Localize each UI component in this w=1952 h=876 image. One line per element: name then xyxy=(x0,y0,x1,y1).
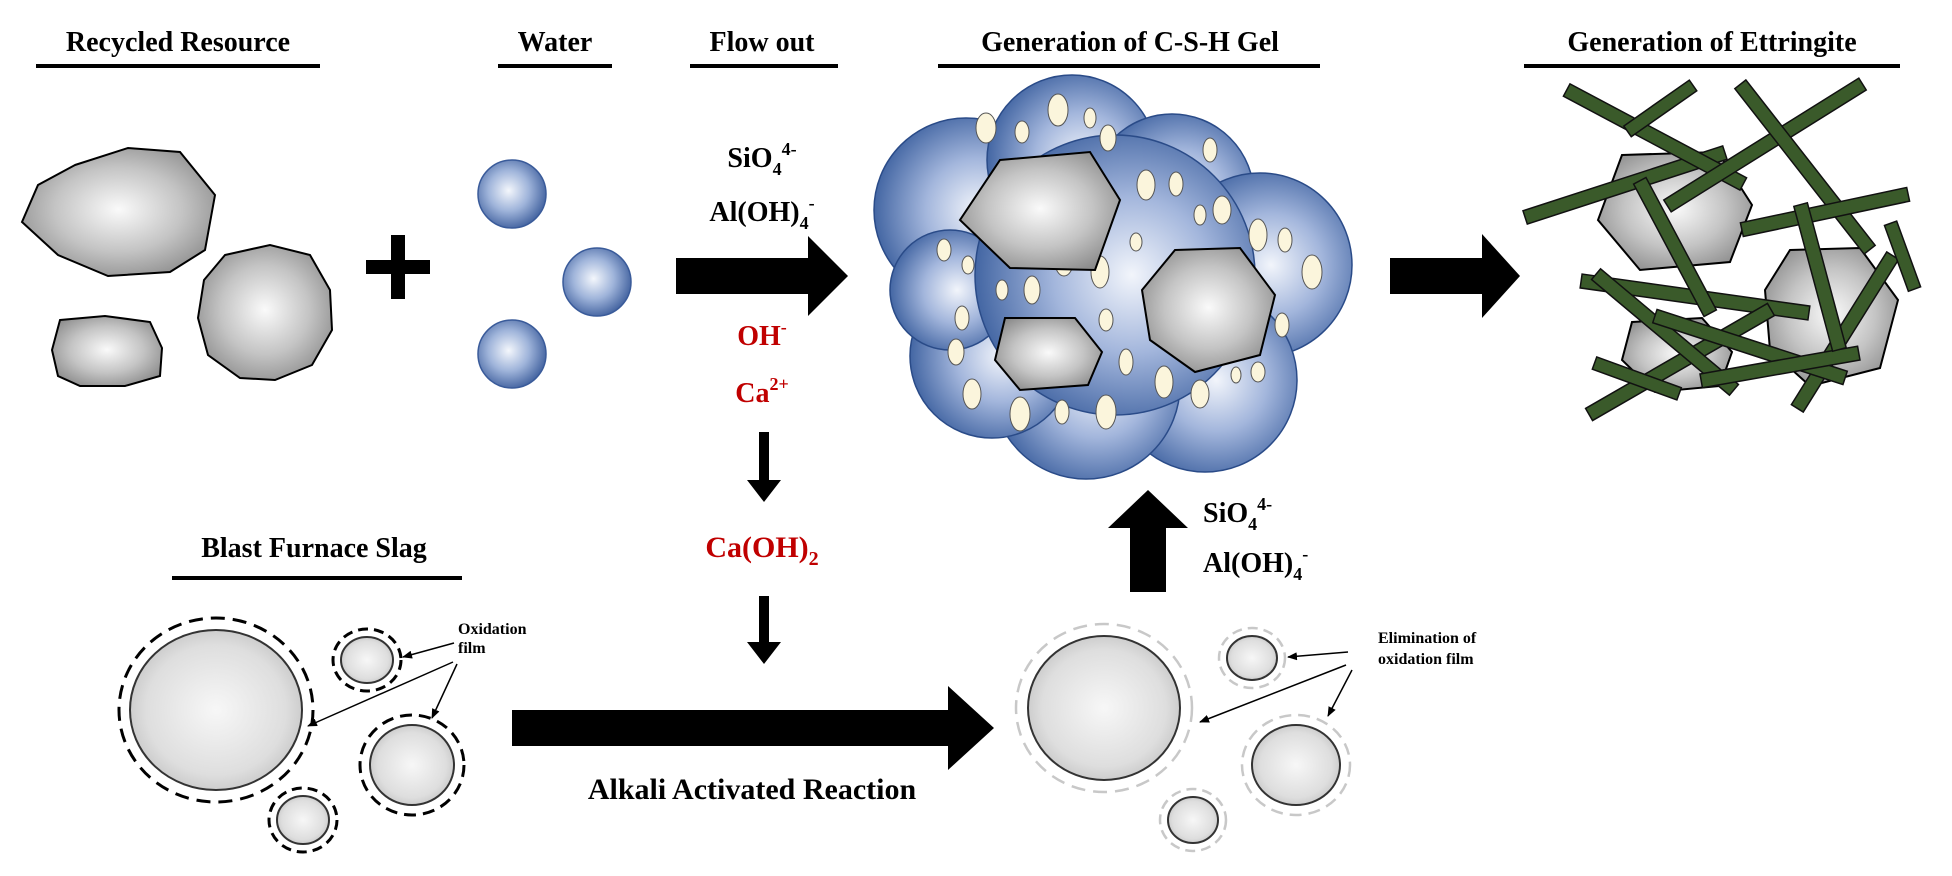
gel-particle xyxy=(1140,246,1277,374)
heading-water: Water xyxy=(518,27,593,58)
slag-particle xyxy=(276,795,330,845)
recycled-particle xyxy=(196,243,334,382)
pointer-line xyxy=(1287,651,1349,661)
slag-particle xyxy=(1167,796,1219,844)
reaction-label: Alkali Activated Reaction xyxy=(588,773,917,806)
oxidation-label: film xyxy=(458,640,486,657)
up-arrow xyxy=(1108,490,1188,592)
ion-aluminate-top: Al(OH)4- xyxy=(709,193,814,233)
faded-oxidation-film xyxy=(1217,626,1287,690)
gel-particle xyxy=(958,150,1122,272)
reaction-arrow xyxy=(512,686,994,770)
ion-calcium: Ca2+ xyxy=(735,374,789,409)
pointer-line xyxy=(307,661,454,727)
pointer-line xyxy=(431,663,458,719)
slag-particles xyxy=(117,616,466,854)
heading-flow-out: Flow out xyxy=(710,27,816,58)
water-drop xyxy=(477,159,547,229)
elimination-label: oxidation film xyxy=(1378,651,1474,668)
recycled-particle xyxy=(50,314,164,387)
ettringite-needles xyxy=(1522,77,1922,422)
oxidation-film xyxy=(117,616,315,804)
csh-gel-cluster xyxy=(873,74,1353,480)
ion-aluminate-lower: Al(OH)4- xyxy=(1203,544,1308,584)
ion-calcium-hydroxide: Ca(OH)2 xyxy=(705,531,818,570)
faded-oxidation-film xyxy=(1158,787,1228,853)
ion-silicate-top: SiO44- xyxy=(727,139,796,179)
oxidation-label: Oxidation xyxy=(458,621,527,638)
elimination-label: Elimination of xyxy=(1378,630,1477,647)
plus-icon xyxy=(366,235,430,299)
slag-particle xyxy=(1027,635,1181,781)
heading-recycled-resource: Recycled Resource xyxy=(66,27,290,58)
water-drop xyxy=(477,319,547,389)
faded-oxidation-film xyxy=(1014,622,1194,794)
flow-out-arrow xyxy=(676,236,848,316)
recycled-particles xyxy=(20,146,334,387)
oxidation-film xyxy=(331,627,403,693)
ettringite-arrow xyxy=(1390,234,1520,318)
activated-particles xyxy=(1014,622,1352,853)
faded-oxidation-film xyxy=(1240,713,1352,817)
pointer-line xyxy=(1199,664,1347,723)
water-drops xyxy=(477,159,632,389)
slag-particle xyxy=(1226,635,1278,681)
down-arrow xyxy=(747,432,781,502)
oxidation-film xyxy=(358,713,466,817)
slag-particle xyxy=(369,724,455,806)
slag-particle xyxy=(1251,724,1341,806)
heading-ettringite: Generation of Ettringite xyxy=(1567,27,1856,58)
ion-hydroxide: OH- xyxy=(737,317,787,352)
slag-particle xyxy=(129,629,303,791)
slag-particle xyxy=(340,636,394,684)
pointer-line xyxy=(402,642,455,659)
gel-particle xyxy=(993,317,1104,392)
water-drop xyxy=(562,247,632,317)
recycled-particle xyxy=(20,146,217,278)
heading-blast-furnace-slag: Blast Furnace Slag xyxy=(201,533,427,564)
heading-csh-gel: Generation of C-S-H Gel xyxy=(981,27,1279,58)
ion-silicate-lower: SiO44- xyxy=(1203,494,1272,534)
oxidation-film xyxy=(267,786,339,854)
pointer-line xyxy=(1327,669,1353,717)
ettringite-network xyxy=(1522,77,1922,422)
down-arrow xyxy=(747,596,781,664)
